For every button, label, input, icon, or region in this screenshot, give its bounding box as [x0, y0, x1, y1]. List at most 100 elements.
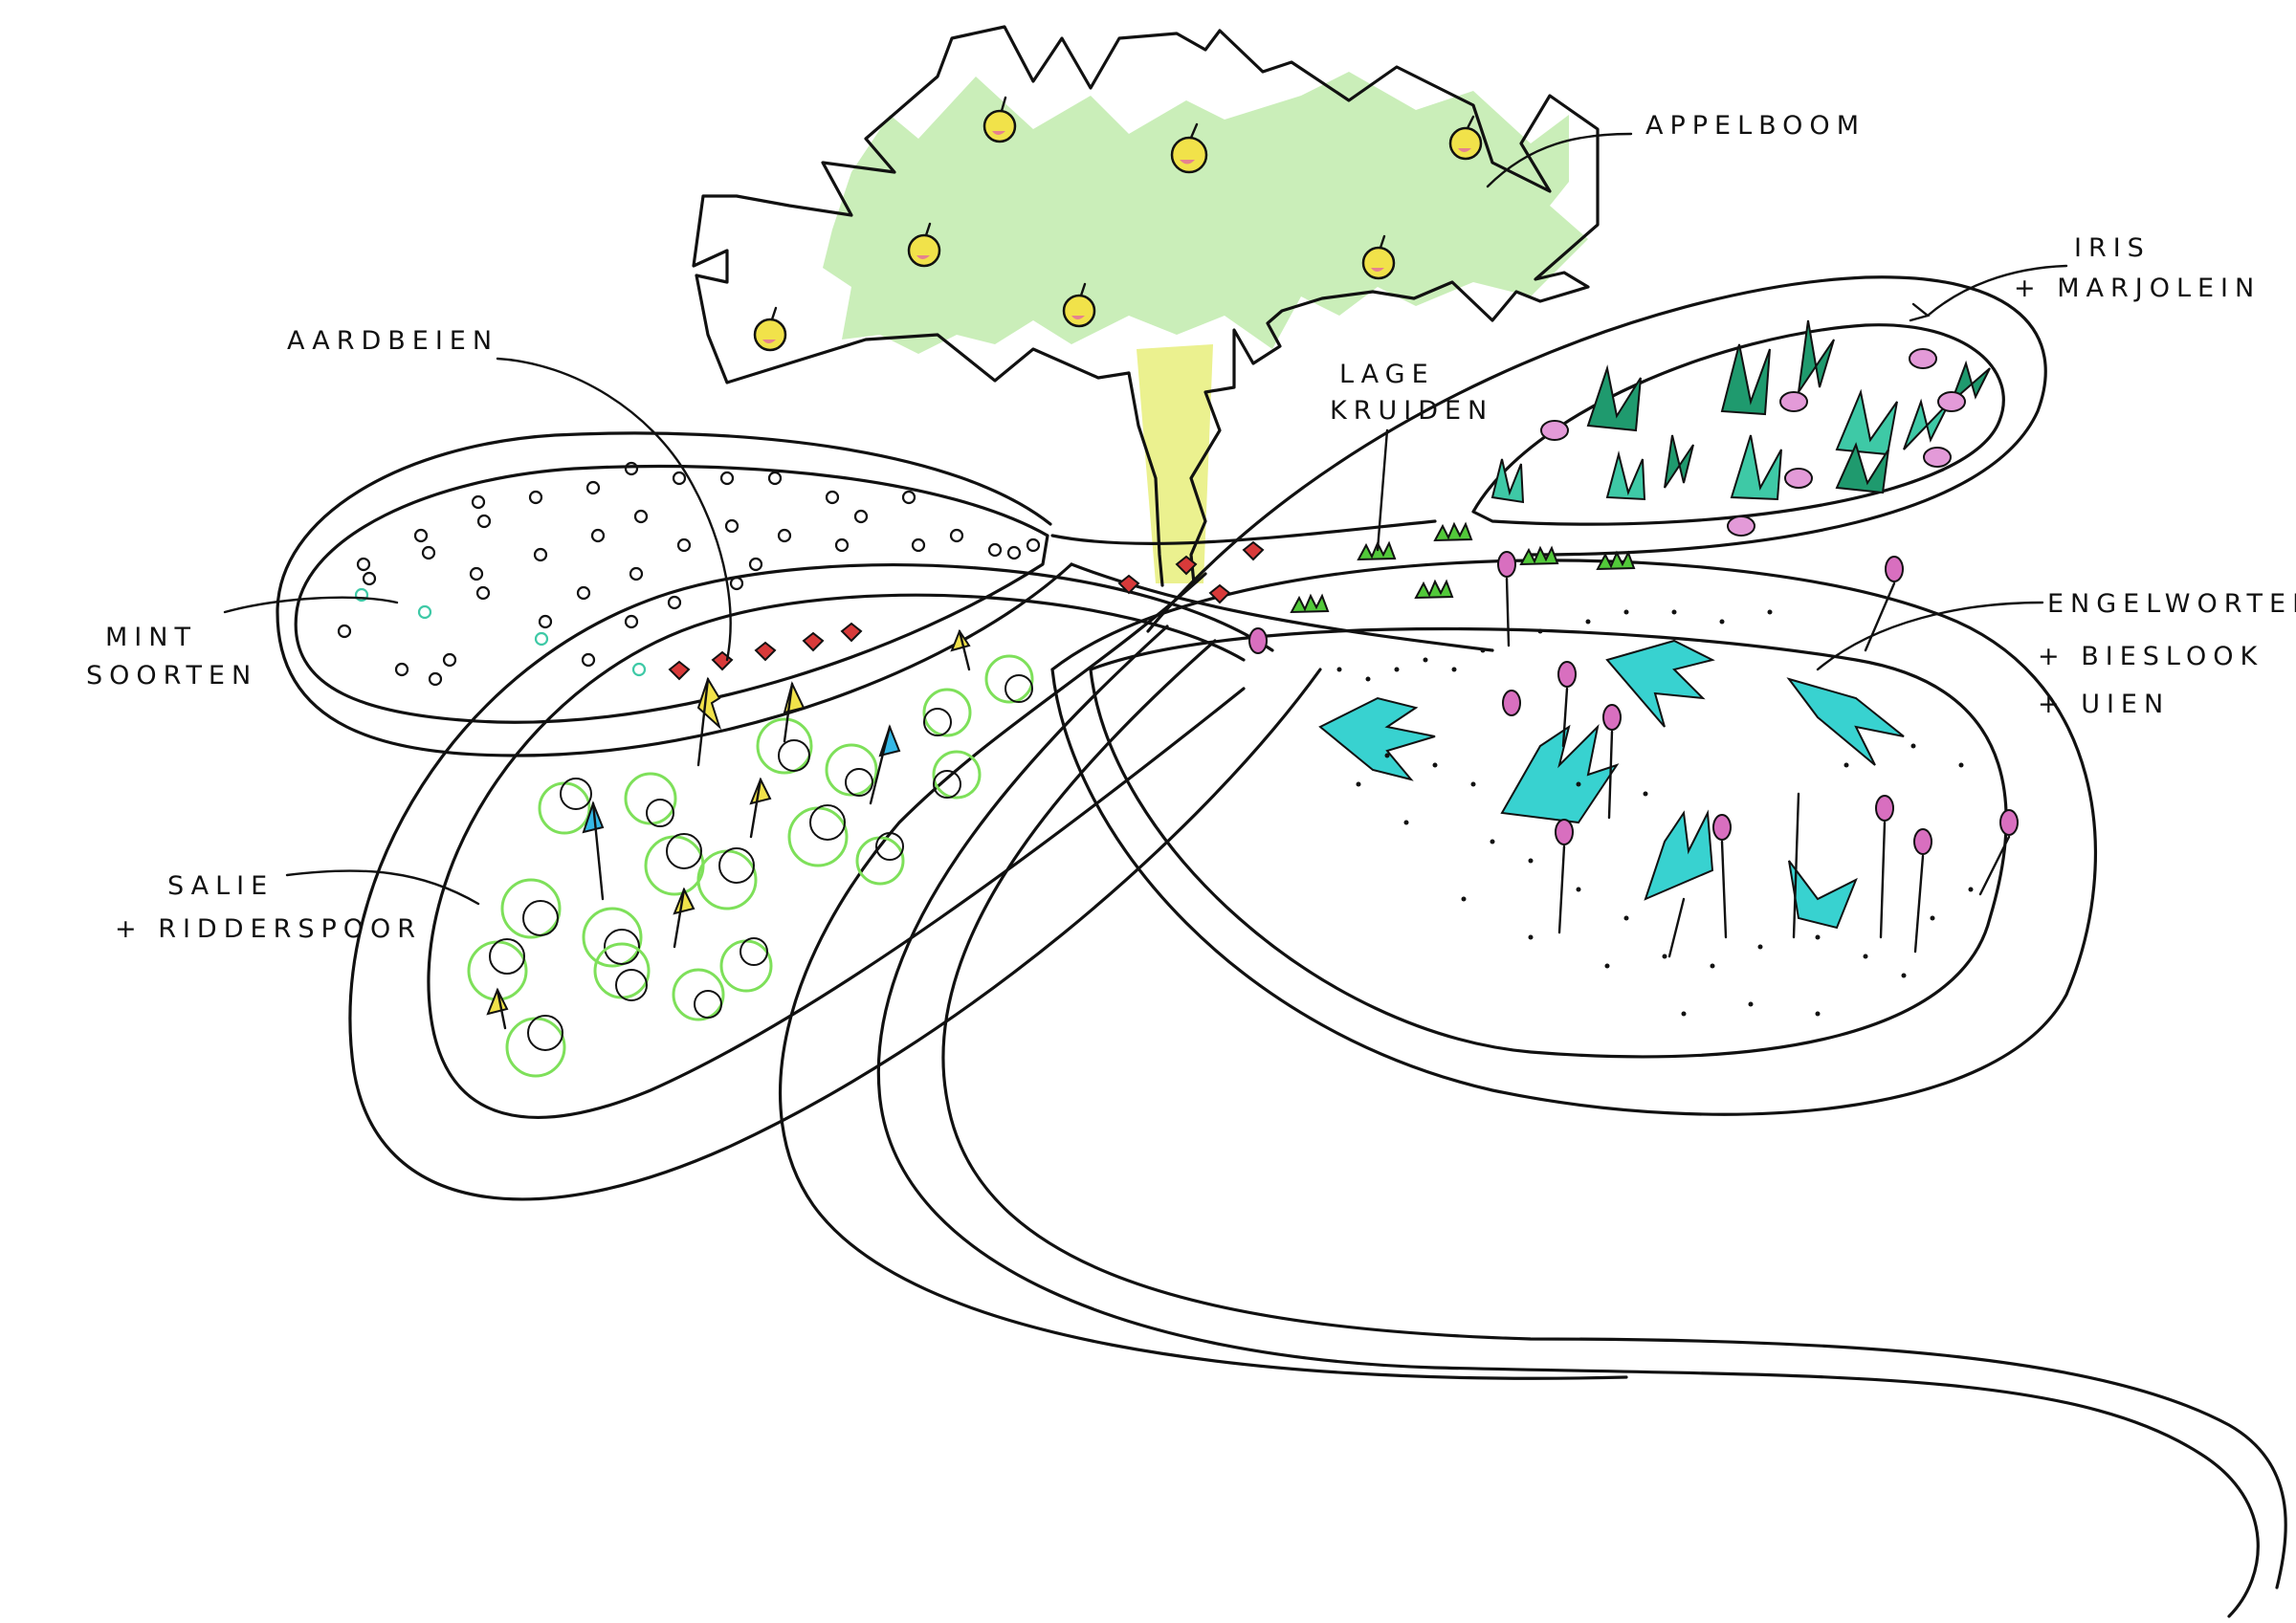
angelica-stem [1792, 792, 1800, 939]
larkspur-spike-icon [749, 777, 772, 805]
chive-bud-icon [1557, 661, 1577, 688]
chive-bud-icon [1248, 627, 1268, 654]
marjolein-flower-icon [1923, 447, 1952, 468]
marjolein-flower-icon [1909, 348, 1937, 369]
label-salie-2: + RIDDERSPOOR [115, 914, 422, 944]
label-mint-2: SOORTEN [86, 661, 257, 691]
chive-bud-icon [1712, 814, 1732, 841]
marjolein-flower-icon [1727, 515, 1755, 537]
chive-bud-icon [1999, 809, 2019, 836]
leader-engel [1816, 601, 2044, 671]
label-engel-1: ENGELWORTEL [2047, 589, 2296, 619]
mint-bed-inner [294, 464, 1049, 724]
apple-icon [1361, 234, 1396, 280]
iris-leaf-icon [1664, 434, 1694, 489]
sage-scribble-icon [582, 907, 643, 968]
iris-leaf-icon [1586, 364, 1642, 432]
sage-scribble-icon [500, 878, 562, 939]
label-engel-3: + UIEN [2038, 690, 2170, 719]
long-path-1 [876, 625, 2260, 1618]
larkspur-spike-icon [696, 676, 722, 731]
strawberry-icon [668, 660, 691, 681]
angelica-leaf-icon [1318, 696, 1436, 781]
angelica-bed-inner [1089, 626, 2008, 1059]
tree-canopy [823, 72, 1588, 354]
herb-tuft-icon [1290, 593, 1330, 614]
label-iris-1: IRIS [2074, 233, 2151, 263]
larkspur-plants [486, 628, 971, 1030]
leader-lage [1376, 428, 1389, 552]
herb-tuft-icon [1414, 579, 1454, 600]
iris-leaf-icon [1605, 450, 1646, 501]
mint-circle-icon [901, 490, 964, 553]
long-path-3 [779, 572, 1628, 1380]
angelica-plants [1248, 551, 2019, 1017]
herb-tuft-icon [1433, 521, 1473, 542]
label-iris-2: + MARJOLEIN [2014, 274, 2261, 303]
larkspur-stems [496, 629, 971, 1030]
chive-bud-icon [1875, 795, 1894, 822]
chive-bud-icon [1555, 819, 1574, 845]
mint-circle-icon [719, 471, 744, 591]
strawberry-icon [1117, 574, 1140, 595]
marjolein-flower-icon [1784, 468, 1813, 489]
apple-icon [907, 222, 941, 268]
leader-iris [1926, 264, 2068, 318]
label-mint-1: MINT [105, 623, 197, 652]
label-salie-1: SALIE [167, 871, 274, 901]
chive-bud-icon [1602, 704, 1622, 731]
strawberry-icon [1208, 583, 1231, 604]
iris-leaf-icon [1798, 319, 1835, 393]
trunk-left-outline [1127, 371, 1164, 587]
sage-scribble-icon [756, 717, 813, 775]
sage-scribble-icon [932, 750, 982, 800]
larkspur-spike-icon [783, 681, 806, 714]
leader-aardbeien [496, 357, 732, 662]
angelica-leaf-icon [1644, 809, 1714, 901]
strawberry-icon [802, 631, 825, 652]
mint-circle-icon [667, 471, 692, 610]
apple-icon [1448, 115, 1483, 161]
angelica-leaf-icon [1786, 677, 1905, 766]
larkspur-spike-icon [486, 987, 509, 1016]
iris-leaf-icon [1835, 388, 1898, 456]
iris-plants [1490, 319, 1991, 537]
sage-scribble-icon [696, 847, 758, 910]
sage-scribble-icon [644, 833, 705, 896]
larkspur-spike-icon [950, 628, 971, 652]
chive-bud-icon [1497, 551, 1516, 578]
labels: APPELBOOM AARDBEIEN IRIS + MARJOLEIN LAG… [86, 111, 2296, 944]
leader-appelboom [1486, 132, 1633, 188]
angelica-leaf-icon [1500, 723, 1620, 824]
long-path-2 [941, 639, 2287, 1590]
marjolein-flower-icon [1779, 391, 1808, 412]
larkspur-spike-icon [673, 887, 695, 915]
tree-outline [692, 25, 1600, 585]
sage-bed-outer [348, 563, 1322, 1201]
label-engel-2: + BIESLOOK [2038, 642, 2263, 671]
sage-scribble-icon [538, 778, 592, 835]
label-appelboom: APPELBOOM [1645, 111, 1866, 141]
mint-circle-icon [825, 490, 869, 553]
label-lage-1: LAGE [1339, 360, 1435, 389]
sage-scribble-icon [593, 942, 651, 1001]
leader-iris-arrow [1909, 302, 1931, 322]
sage-plants [467, 654, 1034, 1078]
larkspur-spike-icon [582, 801, 605, 834]
apple-icon [982, 96, 1017, 143]
sage-scribble-icon [505, 1015, 566, 1078]
leader-salie [285, 869, 480, 906]
mint-circle-icon [469, 494, 492, 601]
iris-bed-inner [1471, 323, 2005, 526]
strawberry-icon [754, 641, 777, 662]
cross-line-2 [1070, 562, 1494, 652]
mint-circle-icon [987, 537, 1041, 560]
iris-bed-outer [1146, 275, 2047, 633]
sage-scribble-icon [624, 772, 677, 827]
iris-leaf-icon [1720, 343, 1771, 416]
iris-leaf-icon [1730, 434, 1782, 501]
mint-circle-icon [337, 624, 457, 687]
label-aardbeien: AARDBEIEN [287, 326, 498, 356]
angelica-leaf-icon [1605, 639, 1715, 728]
